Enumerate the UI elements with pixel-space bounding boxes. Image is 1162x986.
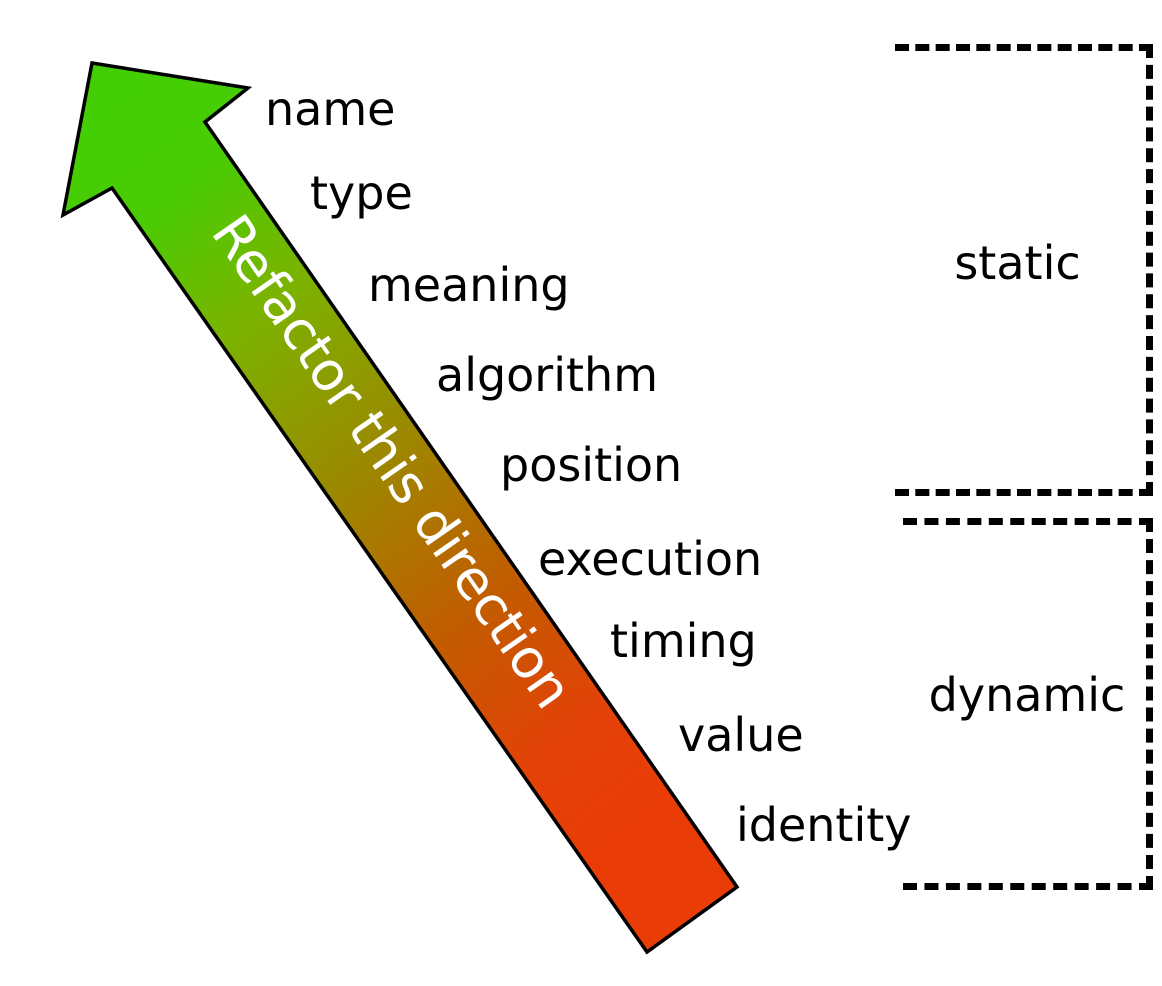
axis-label-meaning: meaning xyxy=(368,258,570,312)
group-label-static: static xyxy=(954,236,1081,290)
axis-label-type: type xyxy=(310,166,413,220)
arrow-shape xyxy=(60,61,740,955)
group-label-dynamic: dynamic xyxy=(928,668,1126,722)
axis-label-algorithm: algorithm xyxy=(436,348,659,402)
axis-label-identity: identity xyxy=(736,798,912,852)
axis-label-timing: timing xyxy=(610,614,757,668)
axis-label-position: position xyxy=(500,438,683,492)
bracket-dynamic xyxy=(903,518,1153,890)
axis-label-value: value xyxy=(678,708,804,762)
axis-label-name: name xyxy=(265,82,396,136)
axis-label-execution: execution xyxy=(538,532,763,586)
bracket-static xyxy=(895,44,1153,496)
